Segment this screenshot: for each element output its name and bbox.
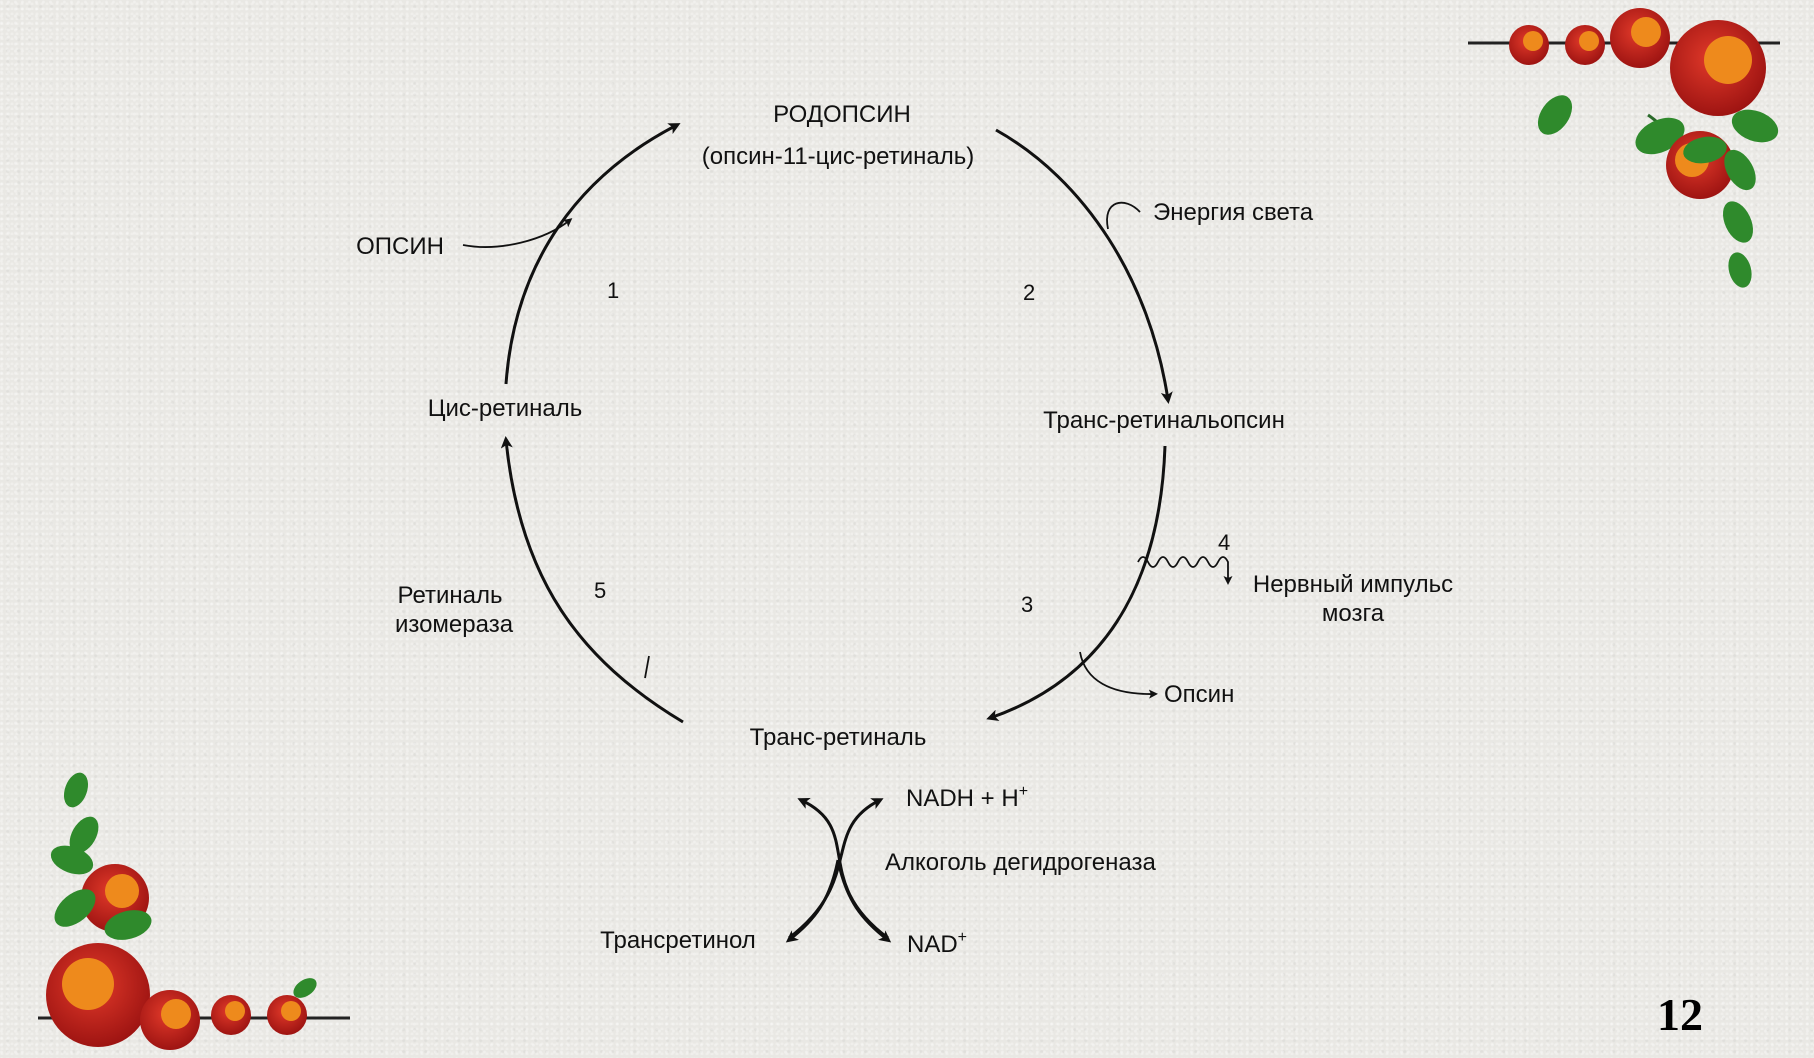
page-number: 12 <box>1657 989 1703 1040</box>
arc-step-1 <box>504 123 681 385</box>
step-number-3: 3 <box>1021 592 1033 617</box>
label-opsin-out: Опсин <box>1164 681 1234 708</box>
node-rhodopsin: РОДОПСИН <box>773 101 911 128</box>
arc-step-2 <box>995 128 1173 404</box>
arc-step-3 <box>986 445 1167 722</box>
step-number-4: 4 <box>1218 530 1230 555</box>
label-light-energy: Энергия света <box>1153 199 1314 226</box>
step-number-1: 1 <box>607 278 619 303</box>
opsin-out-arrow <box>1079 651 1158 699</box>
step-number-2: 2 <box>1023 280 1035 305</box>
node-cis-retinal: Цис-ретиналь <box>428 395 583 422</box>
apple-vine-decoration-bottom-left <box>38 772 350 1050</box>
label-nerve-impulse-2: мозга <box>1322 600 1385 627</box>
apple-vine-decoration-top-right <box>1468 8 1780 288</box>
label-isomerase-2: изомераза <box>395 611 514 638</box>
label-transretinol: Трансретинол <box>600 927 756 954</box>
arc-step-5 <box>500 436 684 724</box>
node-trans-retinal-opsin: Транс-ретинальопсин <box>1043 407 1285 434</box>
label-nerve-impulse-1: Нервный импульс <box>1253 571 1453 598</box>
node-rhodopsin-subtitle: (опсин-11-цис-ретиналь) <box>702 143 974 170</box>
nerve-impulse-wave <box>1137 556 1233 585</box>
label-nad: NAD+ <box>907 929 967 958</box>
opsin-in-arrow <box>462 218 573 248</box>
side-arrows <box>462 201 1233 699</box>
label-opsin-in: ОПСИН <box>356 233 444 260</box>
light-energy-hook <box>1106 201 1141 230</box>
node-trans-retinal: Транс-ретиналь <box>750 724 927 751</box>
label-alcohol-dehydrogenase: Алкоголь дегидрогеназа <box>885 849 1156 876</box>
label-nadh: NADH + H+ <box>906 783 1028 812</box>
step-number-5: 5 <box>594 578 606 603</box>
reduction-arrowheads-bottom <box>785 859 892 943</box>
small-tick-mark <box>644 655 650 679</box>
label-isomerase-1: Ретиналь <box>397 582 502 609</box>
